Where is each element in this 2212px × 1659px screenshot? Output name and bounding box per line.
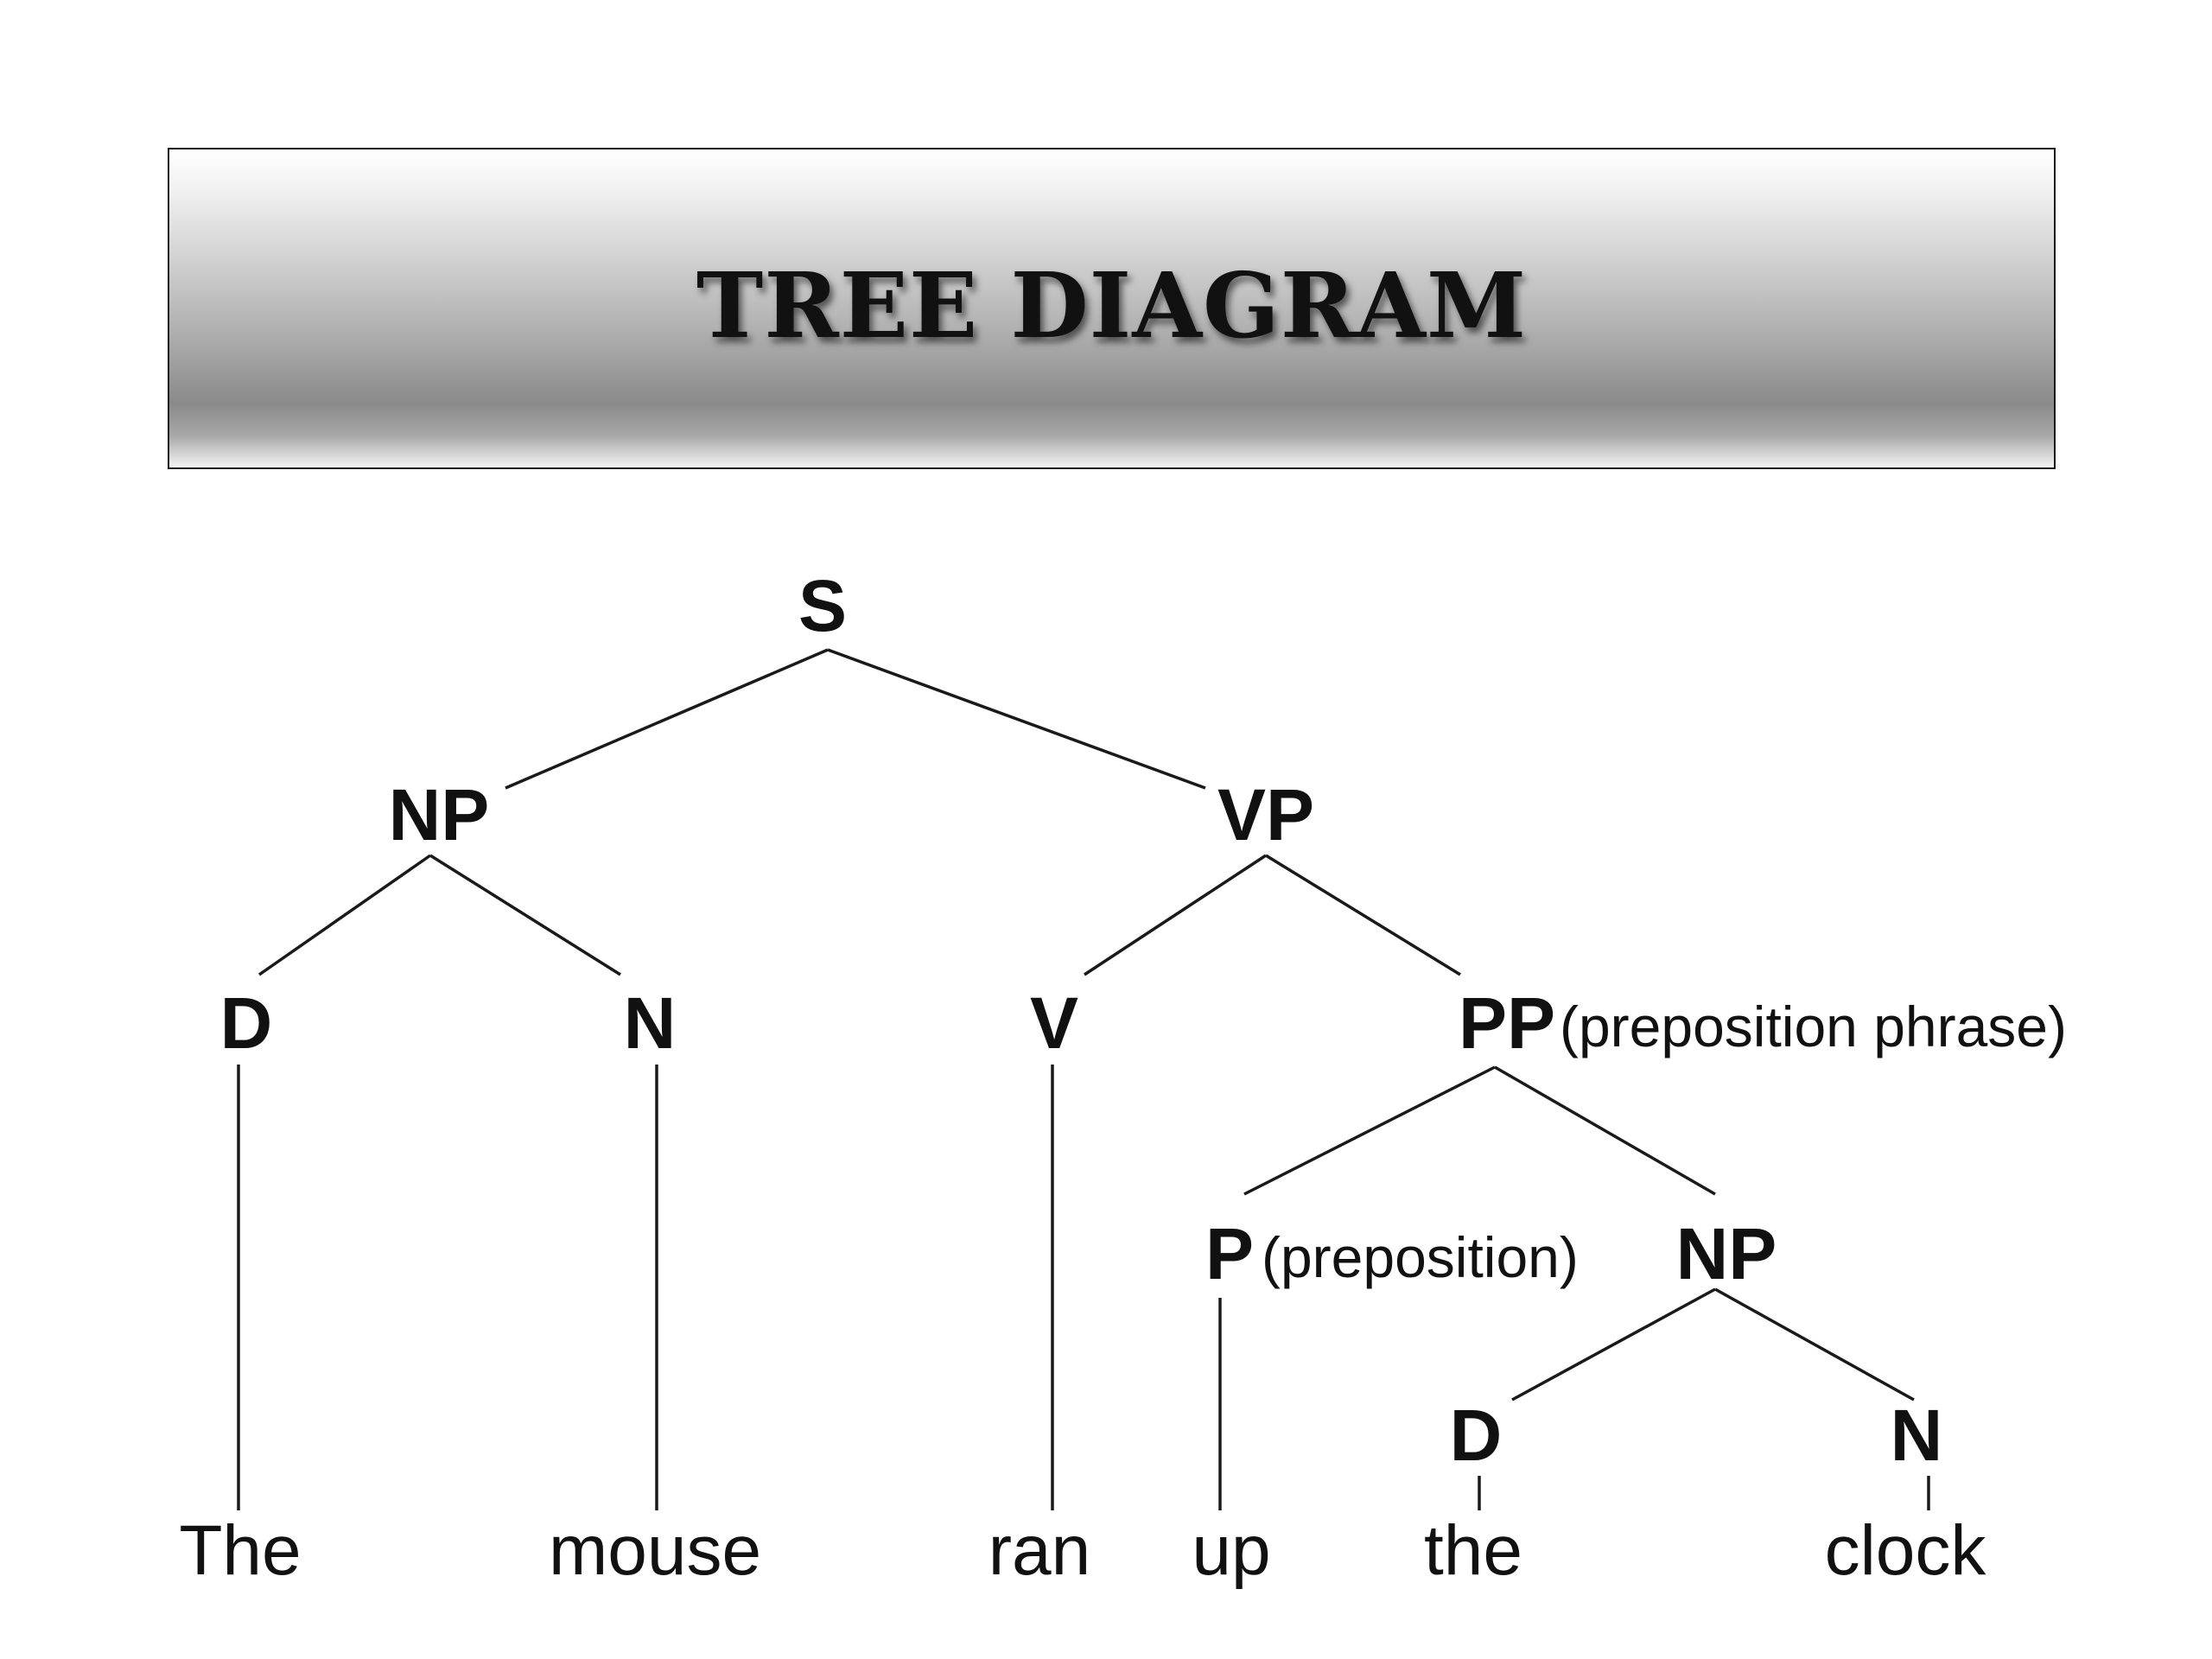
branch-pp-p bbox=[1243, 1065, 1496, 1196]
node-p: P bbox=[1205, 1213, 1254, 1294]
branch-vp-v bbox=[1084, 854, 1267, 976]
branch-s-vp bbox=[827, 648, 1206, 790]
node-d-2: D bbox=[1450, 1395, 1503, 1476]
node-np-2: NP bbox=[1676, 1213, 1777, 1294]
node-pp-note: (preposition phrase) bbox=[1560, 995, 2067, 1058]
node-pp: PP bbox=[1459, 982, 1555, 1064]
branch-vp-pp bbox=[1265, 854, 1461, 976]
title-banner: TREE DIAGRAM bbox=[168, 148, 2056, 469]
word-the-2: the bbox=[1424, 1511, 1522, 1590]
word-up: up bbox=[1192, 1511, 1270, 1590]
node-p-note: (preposition) bbox=[1262, 1225, 1579, 1289]
branch-s-np bbox=[505, 648, 829, 790]
node-v: V bbox=[1030, 982, 1078, 1064]
word-the: The bbox=[179, 1511, 301, 1590]
branch-pp-np bbox=[1494, 1065, 1716, 1196]
node-n: N bbox=[624, 982, 677, 1064]
node-d: D bbox=[220, 982, 273, 1064]
node-vp: VP bbox=[1217, 774, 1314, 855]
word-ran: ran bbox=[988, 1511, 1091, 1590]
branch-np2-d bbox=[1511, 1287, 1716, 1402]
node-n-2: N bbox=[1891, 1395, 1943, 1476]
word-mouse: mouse bbox=[549, 1511, 761, 1590]
word-clock: clock bbox=[1825, 1511, 1987, 1590]
branch-np-n bbox=[429, 854, 621, 976]
branch-np2-n bbox=[1714, 1287, 1915, 1402]
node-s: S bbox=[798, 565, 847, 646]
slide-title: TREE DIAGRAM bbox=[696, 251, 1528, 359]
branch-np-d bbox=[257, 854, 432, 976]
node-np: NP bbox=[389, 774, 490, 855]
